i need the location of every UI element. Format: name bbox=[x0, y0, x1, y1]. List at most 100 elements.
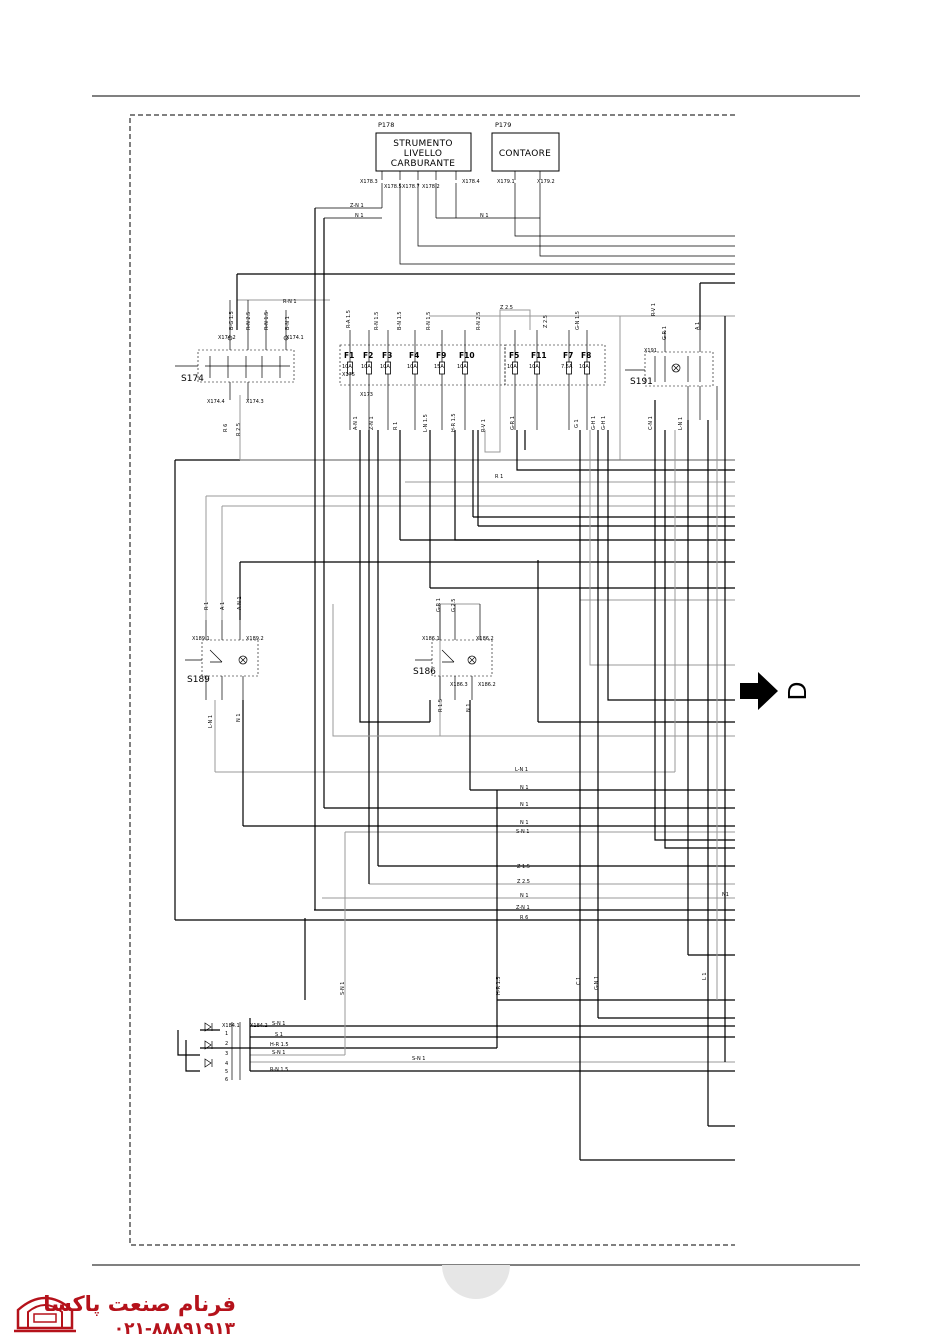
connector-label: X174.2 bbox=[218, 335, 236, 341]
wire-label: S-N 1 bbox=[340, 982, 346, 996]
p179-ref: P179 bbox=[495, 121, 511, 129]
wire-label: G-N 1.5 bbox=[575, 311, 581, 330]
p178-line-2: LIVELLO bbox=[404, 149, 442, 159]
wire-label: A-N 1 bbox=[237, 596, 243, 610]
pin-label: X178.5 bbox=[384, 184, 402, 190]
bus-label: S-N 1 bbox=[516, 829, 530, 835]
s174-switch bbox=[175, 300, 295, 400]
wire-label: R 1 bbox=[204, 602, 210, 610]
connector-label: X184.2 bbox=[250, 1023, 268, 1029]
bus-label: N 1 bbox=[520, 893, 529, 899]
fuse-rating: 10A bbox=[407, 364, 417, 370]
wire-label: S 1 bbox=[275, 1032, 283, 1038]
wire-label: R-N 2.5 bbox=[476, 312, 482, 330]
diode-block bbox=[177, 1022, 250, 1080]
wire-label: H-R 1.5 bbox=[270, 1042, 289, 1048]
wire-label: R-N 1.5 bbox=[374, 312, 380, 330]
fuse-rating: 7.5A bbox=[561, 364, 573, 370]
wire-label: R-N 1 bbox=[283, 299, 297, 305]
wire-label: G 1 bbox=[574, 419, 580, 428]
wire-label: N 1 bbox=[480, 213, 489, 219]
diagram-frame bbox=[129, 114, 735, 1246]
fuse-name: F8 bbox=[581, 351, 591, 360]
fuse-name: F1 bbox=[344, 351, 354, 360]
wire-label: Z 2.5 bbox=[543, 315, 549, 328]
p178-line-1: STRUMENTO bbox=[393, 139, 453, 149]
s191-switch bbox=[625, 330, 718, 420]
bus-label: Z-N 1 bbox=[516, 905, 530, 911]
fuse-name: F11 bbox=[531, 351, 547, 360]
wire-label: G-R 1 bbox=[436, 598, 442, 612]
connector-label: X191 bbox=[644, 348, 657, 354]
wire-label: R 2.5 bbox=[236, 423, 242, 436]
instrument-pins bbox=[315, 171, 735, 265]
pin-number: 1 bbox=[225, 1031, 228, 1037]
wire-label: L-N 1.5 bbox=[423, 414, 429, 432]
fuse-rating: 10A bbox=[342, 364, 352, 370]
wire-label: G-R 1 bbox=[510, 416, 516, 430]
wire-label: R-N 2.5 bbox=[246, 312, 252, 330]
fuse-block bbox=[339, 344, 606, 386]
wire-label: R-V 1 bbox=[481, 419, 487, 432]
wire-label: L-N 1 bbox=[678, 417, 684, 430]
p179-line-1: CONTAORE bbox=[499, 149, 551, 159]
fuse-rating: 15A bbox=[434, 364, 444, 370]
s189-switch bbox=[185, 620, 259, 700]
bus-label: N 1 bbox=[520, 785, 529, 791]
pin-number: 5 bbox=[225, 1069, 228, 1075]
fuse-f3: F3 10A bbox=[380, 330, 392, 430]
wire-label: A-N 1 bbox=[353, 416, 359, 430]
wire-label: G-N 1 bbox=[594, 976, 600, 990]
wire-label: B-N 1.5 bbox=[397, 311, 403, 330]
fuse-name: F5 bbox=[509, 351, 519, 360]
wire-label: R 1.5 bbox=[438, 699, 444, 712]
brand-phone: ۰۲۱-۸۸۸۹۱۹۱۳ bbox=[114, 1319, 236, 1339]
fuse-f8: F8 10A bbox=[579, 330, 591, 430]
connector-label: X189.1 bbox=[192, 636, 210, 642]
wire-label: R-N 1.5 bbox=[264, 312, 270, 330]
wire-label: L-N 1 bbox=[208, 715, 214, 728]
fuse-rating: 10A bbox=[507, 364, 517, 370]
bus-label: R 6 bbox=[520, 915, 528, 921]
bus-label: L-N 1 bbox=[515, 767, 528, 773]
fuse-rating: 10A bbox=[380, 364, 390, 370]
wire-label: C-N 1 bbox=[648, 416, 654, 430]
connector-label: X174.3 bbox=[246, 399, 264, 405]
fuse-name: F4 bbox=[409, 351, 419, 360]
pin-number: 3 bbox=[225, 1051, 228, 1057]
bus-label: Z 1.5 bbox=[517, 864, 530, 870]
s186-label: S186 bbox=[413, 667, 436, 677]
connector-label: X186.3 bbox=[450, 682, 468, 688]
wire-label: R-N 1.5 bbox=[270, 1067, 288, 1073]
wire-label: H-R 1.5 bbox=[496, 976, 502, 995]
wire-label: Z-N 1 bbox=[369, 416, 375, 430]
wire-label: R-A 1.5 bbox=[346, 310, 352, 328]
wire-label: Z 2.5 bbox=[500, 305, 513, 311]
fuse-rating: 10A bbox=[579, 364, 589, 370]
connector-label: X186.1 bbox=[422, 636, 440, 642]
wire-label: B-G 1.5 bbox=[229, 311, 235, 330]
p179-box bbox=[491, 132, 560, 172]
bus-label: N1 bbox=[722, 892, 729, 898]
pin-label: X178.2 bbox=[422, 184, 440, 190]
vertical-runs bbox=[174, 208, 735, 1160]
wire-label: L 1 bbox=[702, 972, 708, 980]
wire-label: R-N 1.5 bbox=[426, 312, 432, 330]
wire-label: N 1 bbox=[355, 213, 364, 219]
s191-label: S191 bbox=[630, 377, 653, 387]
fuse-name: F10 bbox=[459, 351, 475, 360]
connector-label: X173 bbox=[360, 392, 373, 398]
pin-number: 2 bbox=[225, 1041, 228, 1047]
s174-label: S174 bbox=[181, 374, 204, 384]
fuse-name: F3 bbox=[382, 351, 392, 360]
wire-label: S-N 1 bbox=[412, 1056, 426, 1062]
fuse-f1: F1 10A bbox=[342, 330, 354, 430]
connector-label: X184.1 bbox=[222, 1023, 240, 1029]
pin-number: 6 bbox=[225, 1077, 228, 1083]
wire-label: H-R 1.5 bbox=[451, 413, 457, 432]
wire-label: B-N 1 bbox=[285, 316, 291, 330]
wire-label: C 1 bbox=[576, 977, 582, 985]
p178-box bbox=[375, 132, 472, 172]
